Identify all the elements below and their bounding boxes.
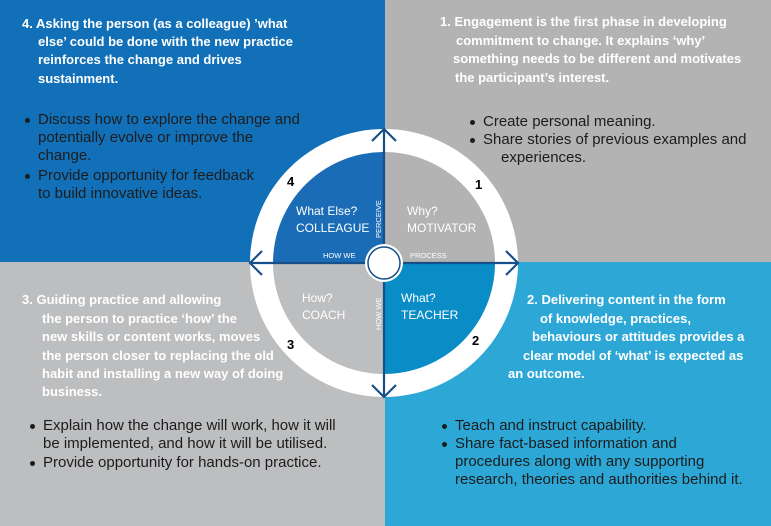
arrow-right-icon: [505, 250, 520, 276]
axis-label-how-we-bottom: HOW WE: [374, 298, 383, 331]
q1-number: 1: [475, 177, 482, 192]
center-hub-ring: [367, 246, 401, 280]
bullet-icon: [470, 120, 475, 125]
q4-heading-line: 4. Asking the person (as a colleague) ’w…: [22, 16, 288, 31]
q1-question: Why?: [407, 204, 438, 218]
q2-heading-line: behaviours or attitudes provides a: [532, 329, 745, 344]
q3-question: How?: [302, 291, 333, 305]
q4-bullet-text: Discuss how to explore the change and: [38, 111, 300, 128]
q1-heading-line: the participant’s interest.: [455, 70, 610, 85]
q3-heading-line: business.: [42, 384, 102, 399]
arrow-left-icon: [248, 250, 263, 276]
q3-heading-line: 3. Guiding practice and allowing: [22, 292, 222, 307]
q2-bullet-text: Teach and instruct capability.: [455, 417, 647, 434]
q2-heading-line: clear model of ‘what’ is expected as: [523, 348, 744, 363]
bullet-icon: [25, 118, 30, 123]
q4-question: What Else?: [296, 204, 358, 218]
q1-role: MOTIVATOR: [407, 221, 477, 235]
q4-heading-line: reinforces the change and drives: [38, 52, 242, 67]
q4-role: COLLEAGUE: [296, 221, 369, 235]
axis-label-perceive: PERCEIVE: [374, 200, 383, 238]
q2-role: TEACHER: [401, 308, 459, 322]
q4-bullet-text: change.: [38, 147, 92, 164]
q3-role: COACH: [302, 308, 345, 322]
q4-bullet-text: to build innovative ideas.: [38, 185, 203, 202]
bullet-icon: [30, 461, 35, 466]
q2-question: What?: [401, 291, 436, 305]
bullet-icon: [442, 424, 447, 429]
axis-label-process: PROCESS: [410, 251, 447, 260]
q4-bullet-text: potentially evolve or improve the: [38, 129, 254, 146]
q3-heading-line: new skills or content works, moves: [42, 329, 261, 344]
q2-bullet-text: Share fact-based information and: [455, 435, 677, 452]
q3-bullet-text: Provide opportunity for hands-on practic…: [43, 454, 322, 471]
bullet-icon: [25, 174, 30, 179]
q2-bullet-text: procedures along with any supporting: [455, 453, 705, 470]
q2-heading-line: of knowledge, practices,: [540, 311, 691, 326]
q4-bullet-text: Provide opportunity for feedback: [38, 167, 254, 184]
q4-heading-line: sustainment.: [38, 71, 119, 86]
q2-bullet-text: research, theories and authorities behin…: [455, 471, 743, 488]
q3-heading-line: the person closer to replacing the old: [42, 348, 274, 363]
arrow-up-icon: [371, 127, 397, 142]
q2-heading-line: an outcome.: [508, 366, 585, 381]
q1-bullet-text: Share stories of previous examples and: [483, 131, 747, 148]
q3-bullet-text: Explain how the change will work, how it…: [43, 417, 336, 434]
bullet-icon: [442, 442, 447, 447]
q1-heading-line: 1. Engagement is the first phase in deve…: [440, 14, 727, 29]
q3-bullet-text: be implemented, and how it will be utili…: [43, 435, 328, 452]
q1-bullet-text: Create personal meaning.: [483, 113, 656, 130]
q3-heading-line: the person to practice ‘how’ the: [42, 311, 238, 326]
q2-heading-line: 2. Delivering content in the form: [527, 292, 726, 307]
bullet-icon: [470, 138, 475, 143]
q4-number: 4: [287, 174, 295, 189]
q1-bullet-text: experiences.: [501, 149, 587, 166]
arrow-down-icon: [371, 384, 397, 399]
bullet-icon: [30, 424, 35, 429]
q2-number: 2: [472, 333, 479, 348]
q3-heading-line: habit and installing a new way of doing: [42, 366, 284, 381]
q1-heading-line: something needs to be different and moti…: [453, 51, 742, 66]
q1-heading-line: commitment to change. It explains ‘why’: [456, 33, 706, 48]
axis-label-how-we-left: HOW WE: [323, 251, 356, 260]
q4-heading-line: else’ could be done with the new practic…: [38, 34, 294, 49]
q3-number: 3: [287, 337, 294, 352]
